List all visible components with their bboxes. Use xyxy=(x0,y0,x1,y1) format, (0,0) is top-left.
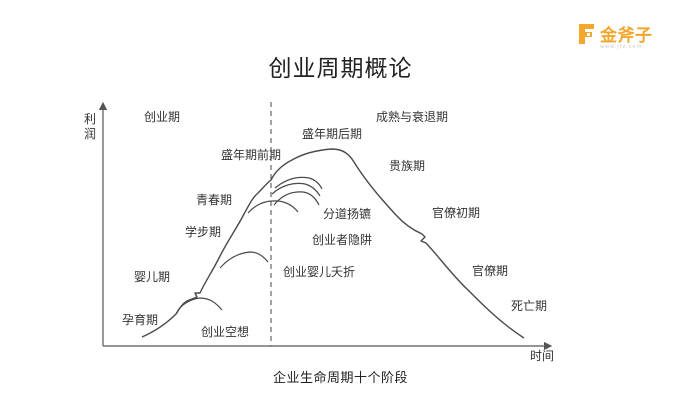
failure-label-startup-fantasy: 创业空想 xyxy=(201,325,250,339)
failure-label-infant-death: 创业婴儿夭折 xyxy=(283,265,356,279)
stage-label-late-prime: 盛年期后期 xyxy=(302,127,363,141)
diagram-title: 创业周期概论 xyxy=(268,56,413,82)
stage-label-early-bureaucracy: 官僚初期 xyxy=(432,206,481,220)
stage-label-early-prime: 盛年期前期 xyxy=(221,148,282,162)
failure-curve-startup-fantasy xyxy=(175,297,223,315)
failure-curve-founder-trap-2 xyxy=(273,191,320,206)
stage-label-bureaucracy: 官僚期 xyxy=(472,264,509,278)
lifecycle-main-curve xyxy=(141,148,525,339)
stage-label-gestation: 孕育期 xyxy=(122,313,159,327)
brand-domain: www.jfz.com xyxy=(600,44,643,50)
stage-label-infancy: 婴儿期 xyxy=(134,270,171,284)
stage-label-adolescence: 青春期 xyxy=(196,193,233,207)
failure-label-divorce: 分道扬镳 xyxy=(323,207,372,221)
diagram-caption: 企业生命周期十个阶段 xyxy=(272,371,408,386)
brand-logo: 金斧子 www.jfz.com xyxy=(576,20,672,54)
y-axis-label: 利润 xyxy=(84,112,97,141)
stage-label-aristocracy: 贵族期 xyxy=(389,159,426,173)
failure-curve-infant-death xyxy=(219,251,269,269)
failure-curve-divorce-1 xyxy=(271,182,321,197)
failure-label-founder-trap: 创业者隐阱 xyxy=(312,233,373,247)
stage-label-startup: 创业期 xyxy=(144,110,181,124)
x-axis-label: 时间 xyxy=(530,349,555,363)
failure-curve-divorce-2 xyxy=(274,176,323,190)
axe-logo-icon xyxy=(579,24,594,44)
stage-label-maturity-decline: 成熟与衰退期 xyxy=(376,110,449,124)
stage-label-toddler: 学步期 xyxy=(185,225,222,239)
stage-label-death: 死亡期 xyxy=(511,299,548,313)
brand-name: 金斧子 xyxy=(600,26,653,46)
failure-curve-founder-trap-1 xyxy=(247,200,299,214)
